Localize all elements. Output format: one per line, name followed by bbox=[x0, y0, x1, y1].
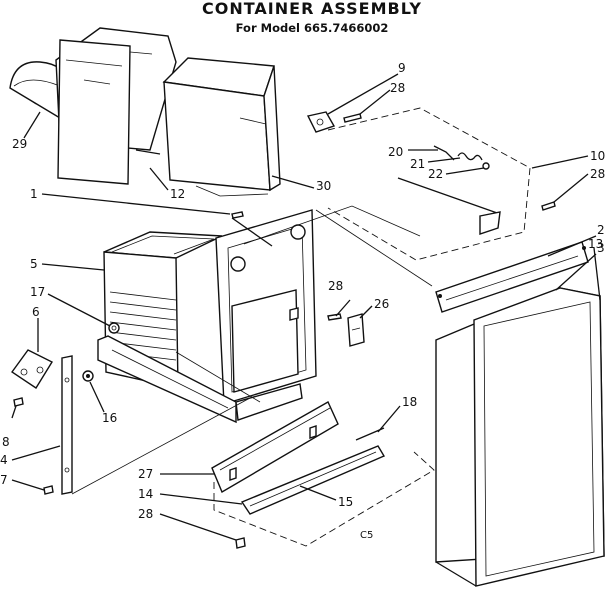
part-bushing bbox=[108, 322, 120, 334]
callout-20: 20 bbox=[388, 145, 403, 159]
callout-17: 17 bbox=[30, 285, 45, 299]
part-clip bbox=[11, 349, 53, 389]
callout-12: 12 bbox=[170, 187, 185, 201]
diagram-code: C5 bbox=[360, 530, 373, 541]
callout-15: 15 bbox=[338, 495, 353, 509]
callout-3: 3 bbox=[597, 241, 605, 255]
callout-27: 27 bbox=[138, 467, 153, 481]
callout-5: 5 bbox=[30, 257, 38, 271]
callout-7: 7 bbox=[0, 473, 8, 487]
diagram-subtitle: For Model 665.7466002 bbox=[236, 21, 389, 35]
callout-28-latch-screw: 28 bbox=[390, 81, 405, 95]
part-bag bbox=[162, 57, 281, 197]
callouts: 1 2 3 4 5 6 7 8 9 10 12 13 14 bbox=[0, 61, 605, 541]
callout-13: 13 bbox=[588, 237, 603, 251]
callout-28-rod-screw: 28 bbox=[590, 167, 605, 181]
callout-10: 10 bbox=[590, 149, 605, 163]
callout-14: 14 bbox=[138, 487, 153, 501]
callout-6: 6 bbox=[32, 305, 40, 319]
callout-2: 2 bbox=[597, 223, 605, 237]
part-lower-rail-assembly bbox=[211, 401, 435, 547]
callout-22: 22 bbox=[428, 167, 443, 181]
callout-9: 9 bbox=[398, 61, 406, 75]
part-knob bbox=[82, 370, 94, 382]
part-liner-sheets bbox=[55, 27, 177, 185]
callout-8: 8 bbox=[2, 435, 10, 449]
part-side-strip bbox=[61, 355, 73, 495]
callout-30: 30 bbox=[316, 179, 331, 193]
callout-28-bracket-screw: 28 bbox=[328, 279, 343, 293]
callout-29: 29 bbox=[12, 137, 27, 151]
part-latch-bracket bbox=[306, 111, 362, 133]
callout-4: 4 bbox=[0, 453, 8, 467]
callout-26: 26 bbox=[374, 297, 389, 311]
callout-21: 21 bbox=[410, 157, 425, 171]
part-container-body bbox=[97, 209, 317, 424]
part-latch-rod-assembly bbox=[327, 107, 556, 261]
callout-16: 16 bbox=[102, 411, 117, 425]
part-screws bbox=[13, 211, 342, 549]
callout-28-rail-screw: 28 bbox=[138, 507, 153, 521]
part-door-frame bbox=[435, 286, 605, 587]
connection-lines bbox=[71, 205, 433, 495]
part-small-bracket bbox=[347, 313, 365, 347]
diagram-title: CONTAINER ASSEMBLY bbox=[202, 0, 422, 18]
callout-18: 18 bbox=[402, 395, 417, 409]
callout-1: 1 bbox=[30, 187, 38, 201]
